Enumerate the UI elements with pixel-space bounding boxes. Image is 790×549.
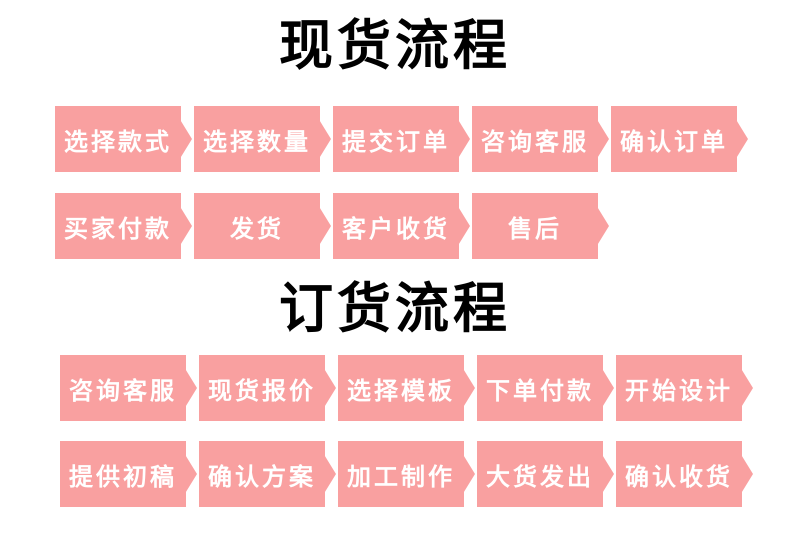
flow-step-label: 客户收货 (342, 215, 450, 243)
flow-step: 大货发出 (477, 441, 614, 507)
section-title-custom-order-process: 订货流程 (279, 279, 511, 339)
flow-step: 确认收货 (616, 441, 753, 507)
flow-step-label: 大货发出 (486, 463, 594, 491)
flow-step-label: 发货 (230, 215, 284, 243)
flow-step-label: 买家付款 (64, 215, 172, 243)
flow-step-label: 下单付款 (486, 377, 594, 405)
flow-step: 客户收货 (333, 193, 470, 259)
flow-step: 提供初稿 (60, 441, 197, 507)
flow-step: 下单付款 (477, 355, 614, 421)
flow-step: 开始设计 (616, 355, 753, 421)
flow-step-label: 提交订单 (342, 128, 450, 156)
flow-step-label: 开始设计 (625, 377, 733, 405)
flow-step-label: 现货报价 (208, 377, 316, 405)
flow-row-custom-order-2: 提供初稿 确认方案 加工制作 大货发出 确认收货 (60, 441, 790, 507)
flow-row-in-stock-1: 选择款式 选择数量 提交订单 咨询客服 确认订单 (55, 106, 790, 172)
flow-step: 确认订单 (611, 106, 748, 172)
flow-step: 咨询客服 (472, 106, 609, 172)
flow-step: 加工制作 (338, 441, 475, 507)
flow-step-label: 咨询客服 (69, 377, 177, 405)
flow-row-in-stock-2: 买家付款 发货 客户收货 售后 (55, 193, 790, 259)
flow-step: 提交订单 (333, 106, 470, 172)
flow-step: 售后 (472, 193, 609, 259)
flow-step-label: 确认方案 (208, 463, 316, 491)
flow-step-label: 确认收货 (625, 463, 733, 491)
flow-row-custom-order-1: 咨询客服 现货报价 选择模板 下单付款 开始设计 (60, 355, 790, 421)
flow-step: 选择模板 (338, 355, 475, 421)
flow-step: 选择款式 (55, 106, 192, 172)
flow-step: 选择数量 (194, 106, 331, 172)
flow-step-label: 选择数量 (203, 128, 311, 156)
flow-step: 咨询客服 (60, 355, 197, 421)
flow-step: 发货 (194, 193, 331, 259)
flow-step-label: 售后 (508, 215, 562, 243)
flow-step: 确认方案 (199, 441, 336, 507)
flow-step: 现货报价 (199, 355, 336, 421)
flow-step: 买家付款 (55, 193, 192, 259)
flow-step-label: 确认订单 (620, 128, 728, 156)
flow-step-label: 咨询客服 (481, 128, 589, 156)
flow-step-label: 选择款式 (64, 128, 172, 156)
section-title-in-stock-process: 现货流程 (279, 16, 511, 76)
flow-step-label: 加工制作 (347, 463, 455, 491)
flow-step-label: 提供初稿 (69, 463, 177, 491)
flow-step-label: 选择模板 (347, 377, 455, 405)
